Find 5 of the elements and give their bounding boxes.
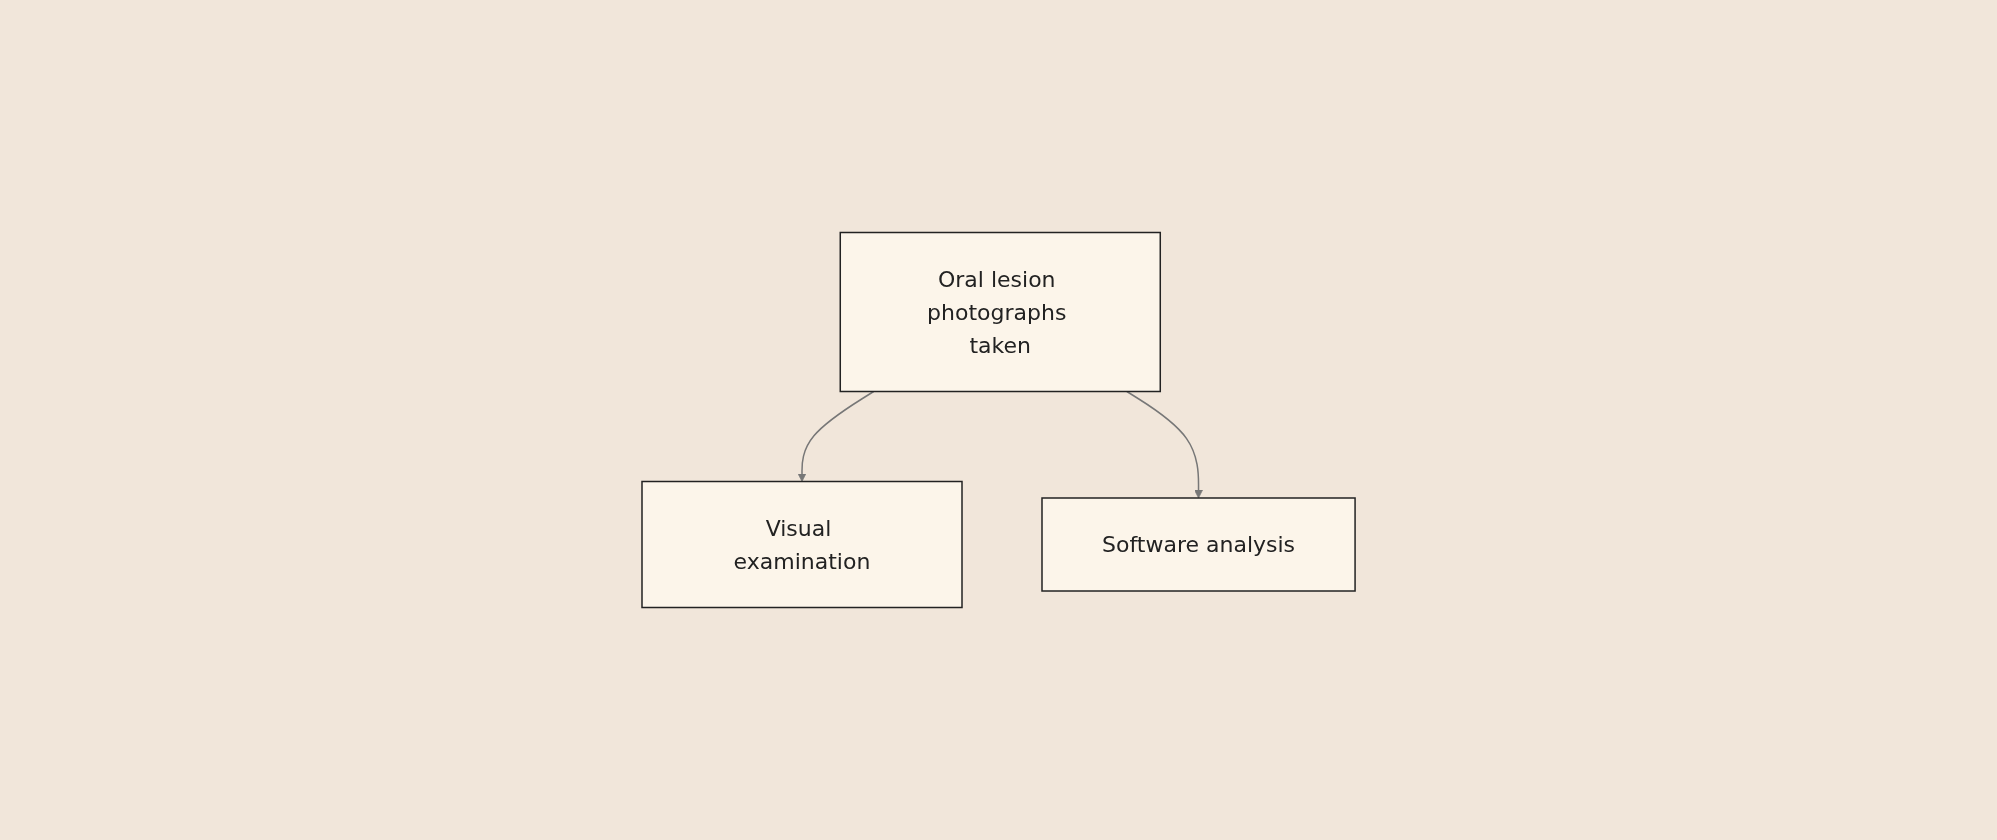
node-box: Software analysis <box>1041 497 1356 592</box>
arrow <box>797 390 875 482</box>
node-box: Visual examination <box>641 480 963 609</box>
arrow <box>1126 390 1203 499</box>
node-box: Oral lesion photographs taken <box>839 231 1161 393</box>
